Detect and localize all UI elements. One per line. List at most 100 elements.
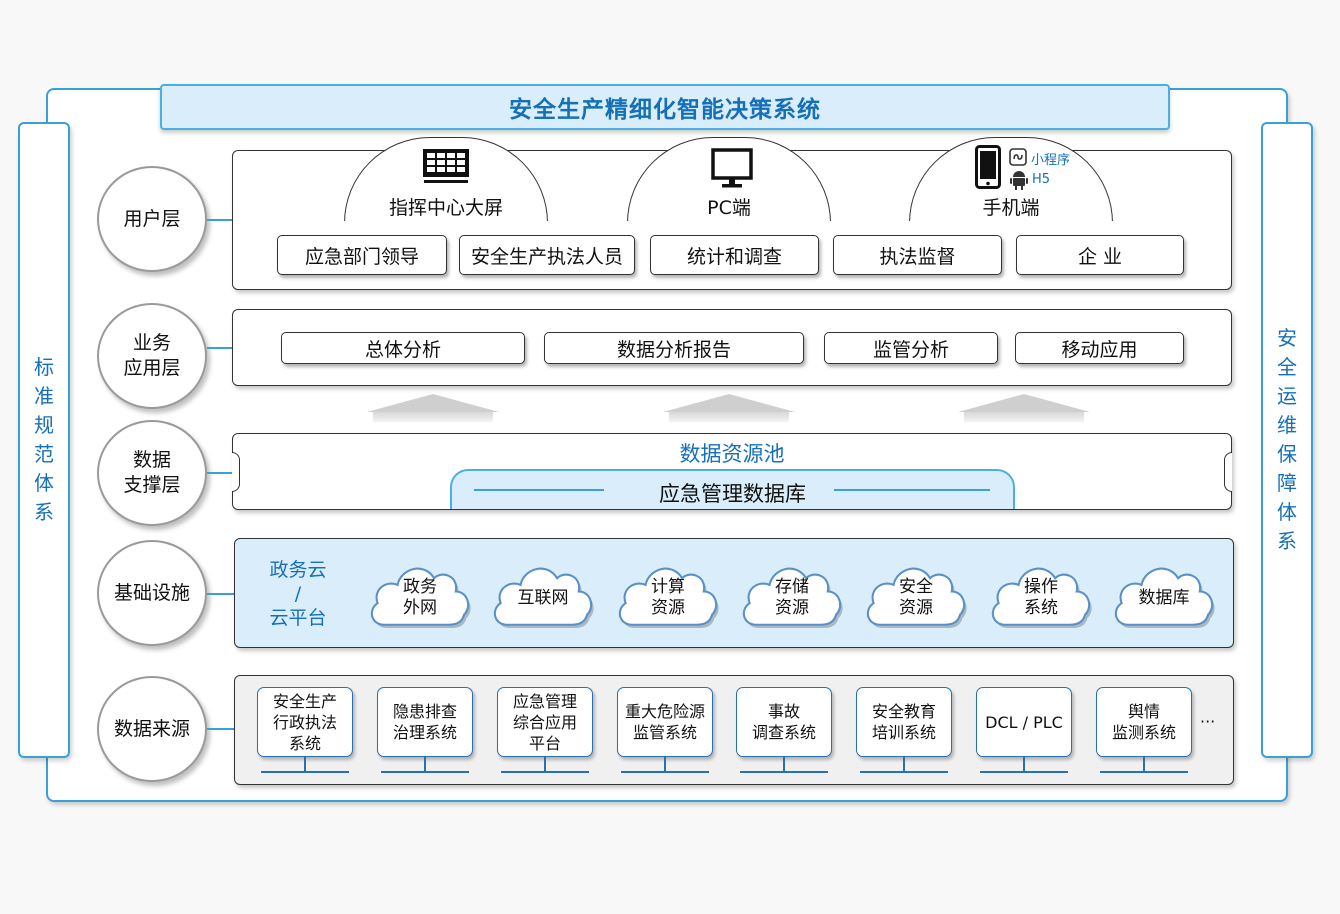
cloud-label: 互联网: [517, 587, 569, 608]
cloud-resource: 安全资源: [862, 556, 970, 632]
monitor-icon: [711, 148, 753, 188]
mini-program-icon: [1009, 148, 1027, 166]
data-pool-title: 数据资源池: [679, 442, 785, 466]
android-icon: [1010, 171, 1028, 190]
monitor-base: [1100, 771, 1188, 773]
data-source-system: 重大危险源监管系统: [617, 687, 713, 757]
data-source-system: DCL / PLC: [976, 687, 1072, 757]
left-panel-char: 体: [34, 471, 54, 495]
layer-label: 基础设施: [113, 581, 190, 604]
right-panel-char: 障: [1277, 471, 1297, 495]
dome-mask: [342, 221, 550, 224]
database-label: 应急管理数据库: [659, 482, 806, 506]
monitor-base: [501, 771, 589, 773]
left-panel-char: 规: [34, 413, 54, 437]
right-panel-char: 系: [1277, 529, 1297, 553]
display-grid-icon: [423, 149, 469, 183]
cloud-label: 数据库: [1138, 587, 1190, 608]
user-role-item: 应急部门领导: [277, 235, 447, 275]
connector: [207, 347, 232, 349]
system-title: 安全生产精细化智能决策系统: [160, 84, 1170, 130]
layer-circle-business: 业务 应用层: [97, 303, 207, 409]
data-source-system: 事故调查系统: [736, 687, 832, 757]
cloud-resource: 互联网: [489, 556, 597, 632]
cloud-platform-label: 政务云 / 云平台: [269, 559, 327, 629]
cloud-resource: 操作系统: [987, 556, 1095, 632]
layer-circle-infra: 基础设施: [97, 540, 207, 646]
cloud-resource: 政务外网: [366, 556, 474, 632]
cloud-icon: [370, 567, 471, 629]
user-role-item: 安全生产执法人员: [459, 235, 635, 275]
monitor-base: [381, 771, 469, 773]
cloud-icon: [1114, 567, 1215, 629]
user-role-item: 执法监督: [833, 235, 1002, 275]
monitor-base: [621, 771, 709, 773]
app-item: 数据分析报告: [544, 332, 804, 364]
user-role-item: 统计和调查: [650, 235, 819, 275]
cloud-label: 存储资源: [775, 577, 809, 618]
cloud-resource: 计算资源: [614, 556, 722, 632]
user-role-item: 企 业: [1016, 235, 1184, 275]
cloud-label: 计算资源: [651, 577, 685, 618]
layer-circle-data: 数据 支撑层: [97, 420, 207, 526]
connector: [207, 728, 234, 730]
right-panel-security: 安 全 运 维 保 障 体 系: [1261, 122, 1313, 758]
cloud-label: 政务外网: [403, 577, 437, 618]
connector: [207, 593, 234, 595]
dome-mask: [625, 221, 833, 224]
monitor-stand: [1143, 757, 1145, 771]
monitor-base: [740, 771, 828, 773]
cloud-icon: [991, 567, 1092, 629]
terminal-pc-label: PC端: [707, 197, 751, 219]
app-item: 监管分析: [824, 332, 998, 364]
cloud-resource: 数据库: [1110, 556, 1218, 632]
connector: [207, 472, 232, 474]
right-panel-char: 体: [1277, 500, 1297, 524]
left-panel-char: 标: [34, 355, 54, 379]
database-line-left: [474, 489, 604, 491]
cloud-resource: 存储资源: [738, 556, 846, 632]
data-source-system: 舆情监测系统: [1096, 687, 1192, 757]
up-arrow: [958, 394, 1090, 422]
app-item: 移动应用: [1015, 332, 1184, 364]
left-panel-char: 准: [34, 384, 54, 408]
data-source-system: 安全教育培训系统: [856, 687, 952, 757]
data-source-system: 隐患排查治理系统: [377, 687, 473, 757]
monitor-stand: [1023, 757, 1025, 771]
h5-label: H5: [1032, 172, 1051, 187]
left-panel-char: 范: [34, 442, 54, 466]
layer-label: 应用层: [123, 357, 181, 379]
more-indicator: ···: [1200, 712, 1216, 731]
data-source-system: 应急管理综合应用平台: [497, 687, 593, 757]
cloud-icon: [618, 567, 719, 629]
monitor-base: [261, 771, 349, 773]
cloud-icon: [866, 567, 967, 629]
layer-label: 业务: [132, 332, 171, 354]
smartphone-icon: [975, 145, 1001, 189]
monitor-base: [860, 771, 948, 773]
right-panel-char: 维: [1277, 413, 1297, 437]
left-panel-standards: 标 准 规 范 体 系: [18, 122, 70, 758]
monitor-stand: [424, 757, 426, 771]
cloud-label: 安全资源: [899, 577, 933, 618]
cloud-icon: [493, 567, 594, 629]
right-panel-char: 保: [1277, 442, 1297, 466]
left-panel-char: 系: [34, 500, 54, 524]
up-arrow: [367, 394, 499, 422]
monitor-stand: [783, 757, 785, 771]
mini-program-label: 小程序: [1031, 153, 1071, 168]
monitor-stand: [544, 757, 546, 771]
monitor-stand: [304, 757, 306, 771]
database-line-right: [834, 489, 990, 491]
layer-circle-user: 用户层: [97, 166, 207, 272]
layer-label: 数据来源: [113, 717, 190, 740]
cloud-label: 操作系统: [1024, 577, 1058, 618]
right-panel-char: 安: [1277, 326, 1297, 350]
data-source-system: 安全生产行政执法系统: [257, 687, 353, 757]
monitor-stand: [664, 757, 666, 771]
layer-label: 用户层: [123, 207, 181, 230]
cloud-icon: [742, 567, 843, 629]
layer-label: 支撑层: [123, 474, 181, 496]
up-arrow: [663, 394, 795, 422]
connector: [207, 219, 232, 221]
